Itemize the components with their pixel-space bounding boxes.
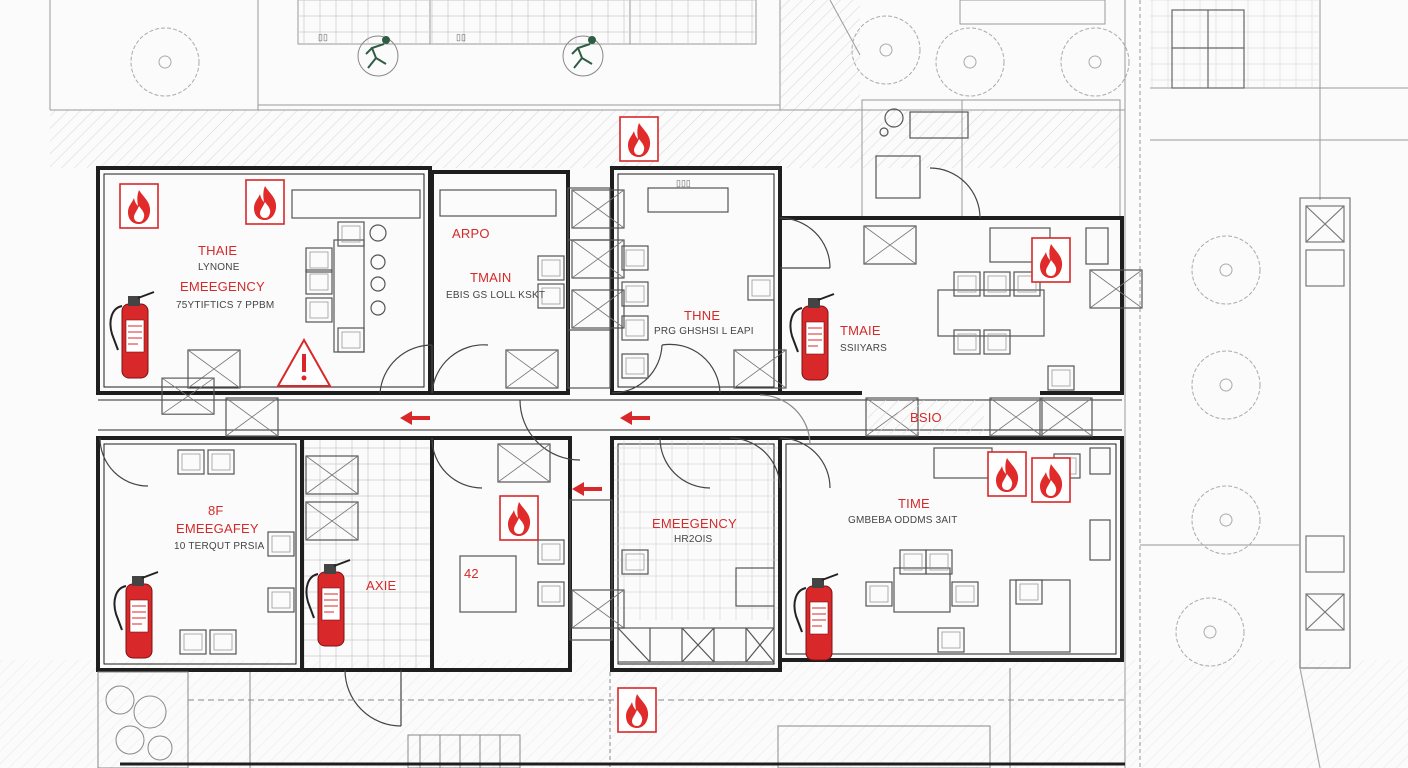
room-b-detail: EBIS GS LOLL KSKT (446, 290, 546, 301)
room-a-detail: 75YTIFTICS 7 PPBM (176, 300, 275, 311)
room-c-title: THNE (684, 308, 721, 323)
room-b-label: TMAIN (470, 270, 512, 285)
room-g-label: 42 (464, 566, 479, 581)
room-d-title: TMAIE (840, 323, 881, 338)
svg-text:▯▯: ▯▯ (318, 32, 328, 42)
room-d-detail: SSIIYARS (840, 343, 887, 354)
room-b-title: ARPO (452, 226, 490, 241)
warning-triangle-icon (276, 337, 332, 387)
svg-text:▯▯: ▯▯ (456, 32, 466, 42)
room-j-label: BSIO (910, 410, 942, 425)
room-i-detail: GMBEBA ODDMS 3AIT (848, 515, 958, 526)
svg-text:▯▯▯: ▯▯▯ (676, 178, 691, 188)
room-f-label: AXIE (366, 578, 397, 593)
room-c-detail: PRG GHSHSI L EAPI (654, 326, 754, 337)
room-a-title: THAIE (198, 243, 238, 258)
room-e-detail: 10 TERQUT PRSIA (174, 541, 265, 552)
emergency-exit-icon (357, 35, 604, 77)
room-h-title: EMEEGENCY (652, 516, 737, 531)
room-h-detail: HR2OIS (674, 534, 713, 545)
room-i-title: TIME (898, 496, 930, 511)
room-a-label: EMEEGENCY (180, 279, 265, 294)
room-e-title: 8F (208, 503, 224, 518)
room-e-label: EMEEGAFEY (176, 521, 259, 536)
room-a-subtitle: LYNONE (198, 262, 240, 273)
